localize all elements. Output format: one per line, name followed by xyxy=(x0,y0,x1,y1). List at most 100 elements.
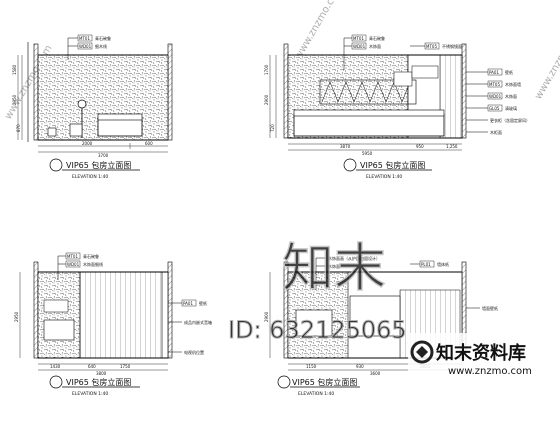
watermark-id: ID: 632125065 xyxy=(228,316,407,344)
elevation-marker-3 xyxy=(49,375,63,389)
panel-2-dim-b: 950 xyxy=(416,144,424,149)
panel-2-dim-total: 5950 xyxy=(362,151,373,156)
panel-3-dim-height: 2950 xyxy=(14,311,19,322)
panel-3-tag-1-code: MT01 xyxy=(67,254,78,259)
elevation-marker-1 xyxy=(49,158,63,172)
panel-1-tag-1-text: 青石碗鲁 xyxy=(95,35,111,41)
panel-4-tag-1-text: 木饰面画（从护团加固设计） xyxy=(328,255,380,261)
panel-1-tag-2-code: WD01 xyxy=(79,44,92,49)
panel-2-rtag-1-code: PA01 xyxy=(489,70,499,75)
brand-badge: 知末资料库 www.znzmo.com xyxy=(408,333,556,379)
panel-1-dim-a: 2000 xyxy=(82,141,93,146)
panel-1-tag-1-code: MT01 xyxy=(79,36,90,41)
panel-2-dim-lower: 720 xyxy=(270,124,275,132)
panel-1 xyxy=(17,37,173,172)
panel-2-scale: ELEVATION 1:40 xyxy=(366,174,402,180)
panel-2-tag-3-code: MT05 xyxy=(426,44,437,49)
panel-2-tag-3: MT05 不锈钢镜面 xyxy=(424,42,462,50)
brand-logo-icon xyxy=(410,340,434,364)
panel-2-tag-2: WD01 木饰面 xyxy=(351,42,381,50)
panel-2-dim-height: 2900 xyxy=(264,94,269,105)
panel-2-tag-2-code: WD01 xyxy=(353,44,366,49)
panel-4 xyxy=(269,257,480,389)
panel-3-tag-3-text: 壁纸 xyxy=(199,300,207,306)
panel-3-tag-3: PA01 壁纸 xyxy=(181,299,207,307)
wood-panel-3 xyxy=(79,271,163,359)
panel-3-labels: VIP65 包房立面图 ELEVATION 1:40 MT01 青石碗鲁 WD0… xyxy=(14,252,212,397)
panel-2-dim-upper: 1700 xyxy=(264,64,269,75)
elevation-marker-2 xyxy=(343,158,357,172)
panel-3-dim-b: 640 xyxy=(88,364,96,369)
panel-1-dim-b: 600 xyxy=(145,141,153,146)
panel-2-rtag-2-text: 木饰面墙 xyxy=(505,81,521,87)
panel-1-scale: ELEVATION 1:40 xyxy=(72,174,108,180)
watermark-logo: 知末 xyxy=(281,238,386,299)
panel-2 xyxy=(269,37,488,172)
panel-1-dim-height: 2950 xyxy=(12,94,17,105)
sofa xyxy=(97,117,143,137)
panel-1-tag-2-text: 细木线 xyxy=(95,43,107,49)
panel-2-tag-1: MT01 青石碗鲁 xyxy=(351,34,385,42)
panel-2-tag-2-text: 木饰面 xyxy=(369,43,381,49)
panel-3-title: VIP65 包房立面图 xyxy=(66,377,131,387)
panel-1-labels: VIP65 包房立面图 ELEVATION 1:40 MT01 青石碗鲁 WD0… xyxy=(12,34,153,180)
panel-4-tag-4-text: 墙面壁纸 xyxy=(482,305,498,311)
panel-3-dim-a: 1430 xyxy=(50,364,61,369)
brand-url: www.znzmo.com xyxy=(448,366,532,377)
panel-4-tag-3-text: 墙体纸 xyxy=(437,261,449,267)
panel-4-dim-b: 930 xyxy=(356,364,364,369)
panel-2-rtag-5-text: 更衣柜（含固定屏风） xyxy=(490,117,530,123)
watermark-text-top: www.znzmo.com xyxy=(293,0,344,62)
panel-2-rtag-4-text: 清玻璃 xyxy=(505,105,517,111)
panel-4-tag-3-code: PL01 xyxy=(421,262,431,267)
panel-4-title: VIP65 包房立面图 xyxy=(292,377,357,387)
elevation-marker-4 xyxy=(277,375,291,389)
stone-panel-3 xyxy=(37,271,81,359)
panel-3-tag-2-text: 木饰面细线 xyxy=(83,261,103,267)
panel-4-tag-3: PL01 墙体纸 xyxy=(419,260,449,268)
panel-2-dim-c: 1,250 xyxy=(446,144,458,149)
long-sofa xyxy=(293,113,445,137)
panel-3-scale: ELEVATION 1:40 xyxy=(72,391,108,397)
panel-2-labels: VIP65 包房立面图 ELEVATION 1:40 MT01 青石碗鲁 WD0… xyxy=(264,34,530,180)
panel-2-tag-1-code: MT01 xyxy=(353,36,364,41)
panel-3-tag-5-text: 电视机位置 xyxy=(184,349,204,355)
panel-3-tag-1: MT01 青石碗鲁 xyxy=(65,252,99,260)
panel-2-rtag-2-code: MT05 xyxy=(489,82,500,87)
panel-3-dim-c: 1750 xyxy=(120,364,131,369)
panel-2-right-tags: PA01 壁纸 MT05 木饰面墙 WD01 木饰面 GL05 清玻璃 更衣柜（… xyxy=(487,68,530,135)
panel-4-labels: VIP65 包房立面图 ELEVATION 1:40 木饰面画（从护团加固设计）… xyxy=(264,255,498,397)
panel-4-scale: ELEVATION 1:40 xyxy=(298,391,334,397)
panel-3-dim-total: 3800 xyxy=(96,371,107,376)
panel-2-rtag-1-text: 壁纸 xyxy=(505,69,513,75)
panel-2-rtag-6-text: 木柜面 xyxy=(490,129,502,135)
watermark-logo-text: 知末 xyxy=(282,239,386,299)
panel-2-title: VIP65 包房立面图 xyxy=(360,160,425,170)
panel-1-tag-1: MT01 青石碗鲁 xyxy=(77,34,111,42)
panel-1-dim-upper: 1580 xyxy=(12,64,17,75)
watermark-text-right: www.znzmo.com xyxy=(533,23,560,101)
panel-2-rtag-3-text: 木饰面 xyxy=(505,93,517,99)
panel-3-tag-3-code: PA01 xyxy=(183,301,193,306)
panel-3-tag-4-text: 成品内嵌式音箱 xyxy=(184,319,212,325)
panel-4-tag-2-text: 木饰面 xyxy=(328,263,340,269)
panel-4-dim-total: 3600 xyxy=(370,371,381,376)
lamp-icon xyxy=(77,99,87,109)
panel-2-rtag-3-code: WD01 xyxy=(489,94,502,99)
panel-2-tag-1-text: 青石碗鲁 xyxy=(369,35,385,41)
panel-4-dim-height: 2900 xyxy=(264,311,269,322)
panel-3-tag-1-text: 青石碗鲁 xyxy=(83,253,99,259)
panel-2-rtag-4-code: GL05 xyxy=(489,106,500,111)
panel-4-dim-a: 1150 xyxy=(306,364,317,369)
panel-1-title: VIP65 包房立面图 xyxy=(66,160,131,170)
panel-3-tag-2-code: WD01 xyxy=(67,262,80,267)
brand-name: 知末资料库 xyxy=(436,342,526,364)
panel-2-tag-3-text: 不锈钢镜面 xyxy=(442,43,462,49)
panel-3 xyxy=(19,255,182,389)
panel-3-tag-2: WD01 木饰面细线 xyxy=(65,260,103,268)
panel-2-dim-a: 3870 xyxy=(340,144,351,149)
panel-1-dim-total: 3700 xyxy=(98,153,109,158)
panel-1-tag-2: WD01 细木线 xyxy=(77,42,107,50)
